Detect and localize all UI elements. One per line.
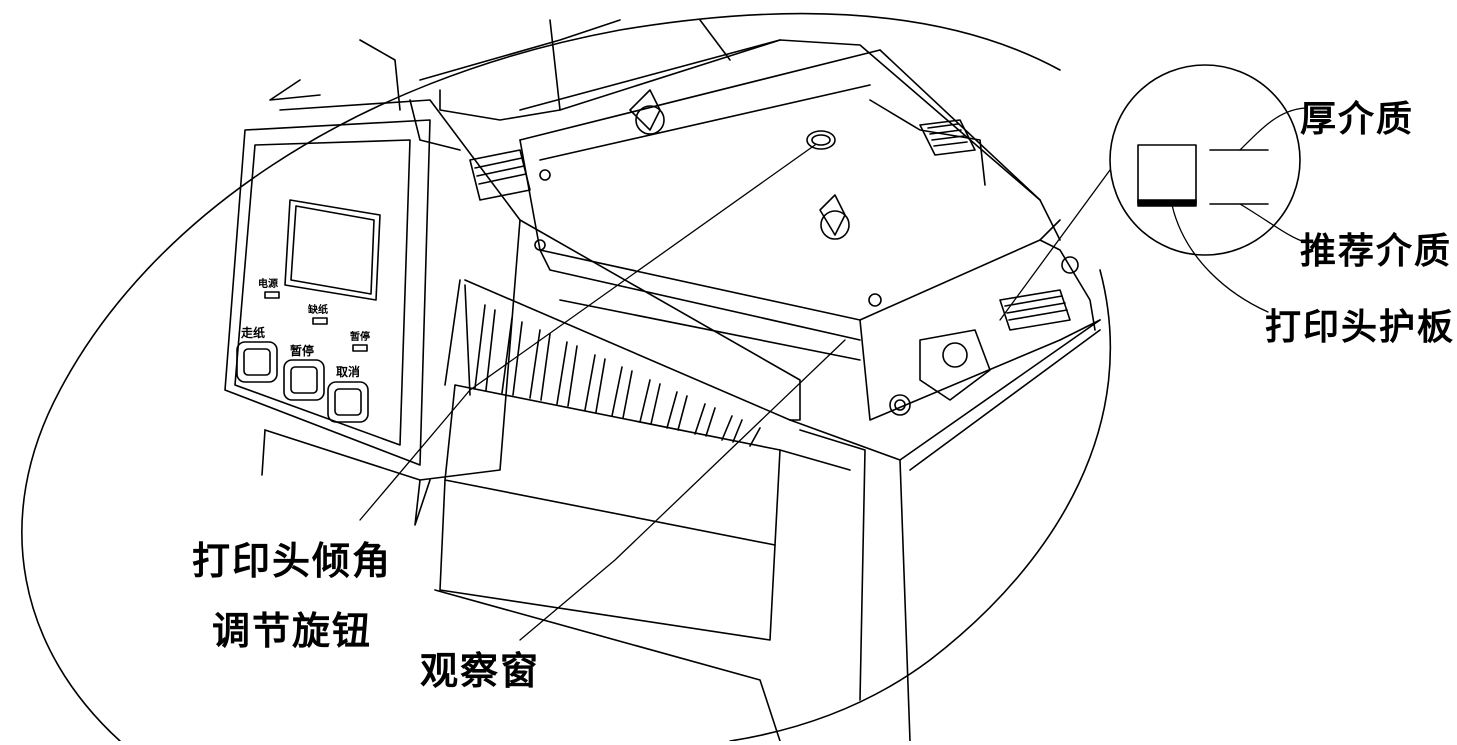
led-indicator-right	[352, 344, 368, 352]
label-tilt-knob-line1: 打印头倾角	[192, 538, 393, 583]
leader-recommended-media	[1239, 203, 1306, 243]
label-printhead-guard: 打印头护板	[1265, 306, 1456, 348]
elliptical-frame-right	[729, 269, 1112, 742]
panel-button-mid	[283, 359, 325, 401]
panel-button-right	[327, 381, 369, 423]
leader-printhead-guard	[1171, 204, 1269, 313]
view-window	[444, 384, 781, 546]
led-label-mid: 缺纸	[307, 303, 328, 316]
panel-button-left	[236, 341, 278, 383]
button-label-right: 取消	[336, 364, 360, 379]
leader-inset	[999, 169, 1111, 321]
leader-tilt-knob	[359, 144, 816, 521]
printhead-carriage	[269, 19, 1101, 421]
printhead-guard-square	[1137, 144, 1197, 204]
lcd-screen	[284, 199, 381, 301]
label-thick-media: 厚介质	[1300, 98, 1415, 140]
label-recommended-media: 推荐介质	[1300, 230, 1453, 272]
led-indicator-left	[264, 291, 280, 299]
leader-lines	[359, 107, 1306, 641]
elliptical-frame	[21, 12, 1061, 742]
led-label-left: 电源	[258, 277, 278, 290]
leader-view-window	[519, 339, 846, 641]
media-inset	[1109, 64, 1301, 256]
button-label-mid: 暂停	[290, 343, 314, 358]
led-label-right: 暂停	[350, 330, 370, 343]
button-label-left: 走纸	[241, 325, 265, 340]
inset-circle	[1109, 64, 1301, 256]
leader-thick-media	[1239, 107, 1306, 151]
printhead-guard-plate	[1137, 199, 1197, 207]
label-tilt-knob-line2: 调节旋钮	[212, 608, 373, 653]
label-view-window: 观察窗	[420, 648, 541, 693]
led-indicator-mid	[312, 317, 328, 325]
window-ribs	[474, 304, 761, 447]
control-panel-housing	[224, 99, 521, 526]
